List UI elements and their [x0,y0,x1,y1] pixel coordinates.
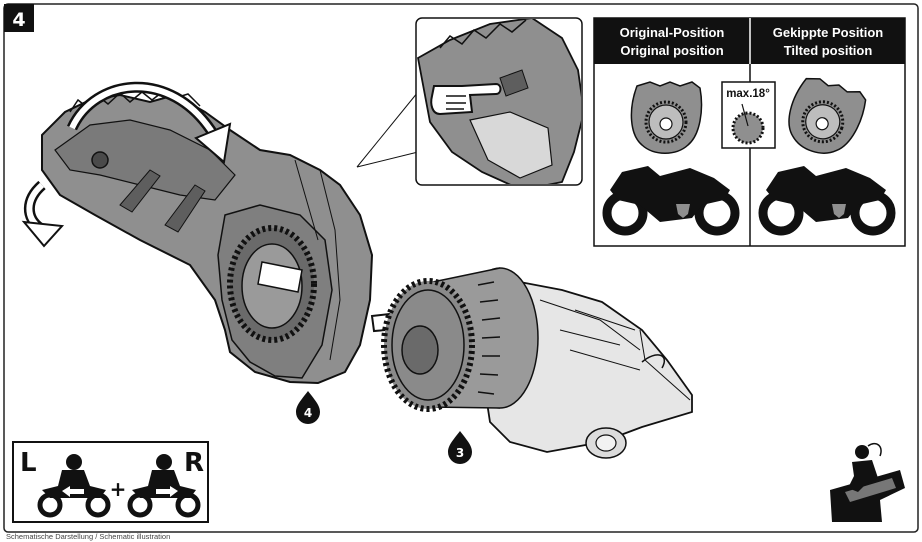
angle-gear [731,111,765,145]
max-angle-label: max.18° [726,88,770,100]
max-angle-box: max.18° [721,81,776,149]
diagram-frame [3,3,919,533]
zoom-bracket-teeth [439,19,527,49]
callout-bracket-label: 4 [304,406,312,420]
header-original-en: Original position [620,43,723,58]
cylinder-center-hole [401,325,439,375]
position-table: Original-Position Original position Geki… [593,17,906,247]
mount-detail-lines [539,299,691,401]
header-tilted-en: Tilted position [784,43,873,58]
clamp-facet-lines [294,159,341,361]
bracket-thread-hole [91,151,109,169]
original-position-part [630,81,703,154]
rider-icon-right [127,454,201,518]
header-original-de: Original-Position [620,25,725,40]
callout-bracket: 4 [296,391,320,424]
tilted-position-part [788,77,867,154]
rotate-arrow-icon [67,81,232,164]
callout-peg-mount-label: 3 [456,446,464,460]
header-tilted-de: Gekippte Position [773,25,884,40]
zoom-bracket-cutout [469,111,553,179]
step-number: 4 [12,9,25,31]
bracket-slots [119,169,206,233]
cylinder-grooves [477,281,501,395]
side-plus-label: + [110,477,127,501]
step-number-badge: 4 [4,4,34,32]
arrow-right-icon [156,486,178,497]
footpeg-bracket [41,89,374,385]
tilt-arrow-icon [21,180,65,248]
motorcycle-footpeg-marker [832,204,846,218]
peg-mount [381,267,693,459]
side-left-label: L [20,448,37,478]
inserted-shaft [257,261,303,293]
rider-icon-left [37,454,111,518]
footer-caption: Schematische Darstellung / Schematic ill… [6,532,170,541]
callout-peg-mount: 3 [448,431,472,464]
zoom-inset [415,17,583,186]
mount-knob-center [595,434,617,452]
zoom-leader-top [356,91,419,168]
angle-needle [741,103,749,127]
pointing-hand-icon [430,82,502,116]
footpeg-rider-icon [830,442,905,522]
side-legend: L R + [12,441,209,523]
mount-hose [641,354,665,369]
motorcycle-footpeg-marker [676,204,690,218]
zoom-slot [499,69,529,97]
side-right-label: R [184,448,204,478]
arrow-left-icon [62,486,84,497]
bracket-arm-facet [54,119,236,201]
zoom-leader-bottom [356,151,419,168]
motorcycle-icon-original [602,166,740,236]
motorcycle-icon-tilted [758,166,896,236]
